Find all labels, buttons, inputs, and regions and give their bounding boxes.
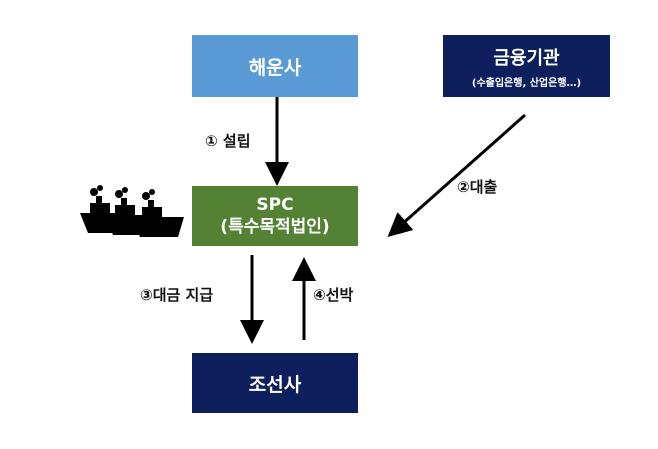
financial-institution-examples: (수출입은행, 산업은행…)	[471, 77, 582, 89]
shipping-company-label: 해운사	[248, 56, 302, 79]
cargo-ships-icon	[80, 185, 184, 237]
loan-arrow	[387, 113, 526, 237]
payment-label: ③대금 지급	[140, 286, 214, 304]
spc-sublabel: (특수목적법인)	[220, 217, 330, 237]
shipbuilder-label: 조선사	[248, 373, 302, 396]
shipbuilder-node: 조선사	[192, 353, 358, 413]
loan-label: ②대출	[457, 178, 498, 196]
financial-institution-node: 금융기관 (수출입은행, 산업은행…)	[443, 35, 610, 97]
spc-node: SPC (특수목적법인)	[192, 186, 358, 246]
financial-institution-label: 금융기관	[493, 47, 560, 69]
spc-label: SPC	[256, 195, 294, 215]
shipping-company-node: 해운사	[192, 35, 358, 97]
ship-label: ④선박	[313, 286, 354, 304]
establish-label: ① 설립	[205, 132, 251, 150]
